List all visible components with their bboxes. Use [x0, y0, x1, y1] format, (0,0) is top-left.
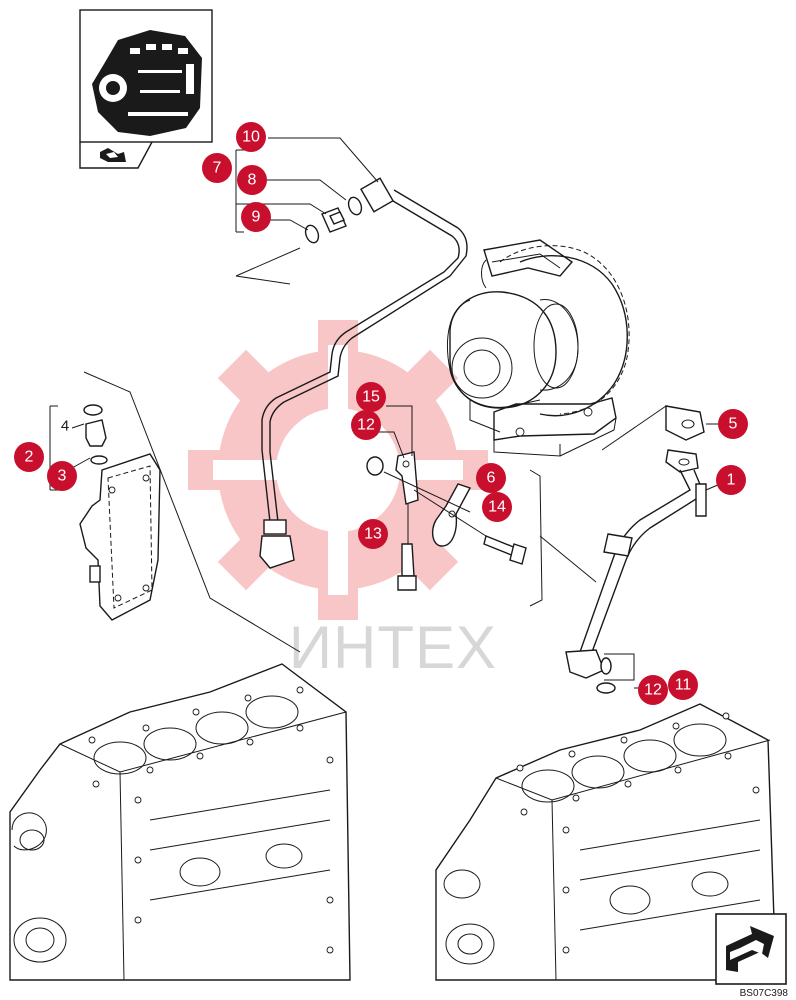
banjo-union — [321, 207, 347, 233]
svg-text:3: 3 — [58, 468, 67, 485]
svg-text:6: 6 — [487, 470, 496, 487]
svg-text:14: 14 — [488, 499, 506, 516]
drawing-code: BS07C398 — [740, 988, 789, 999]
callout-7[interactable]: 7 — [202, 153, 232, 183]
oil-filter-head — [79, 453, 161, 621]
engine-block-left — [9, 663, 351, 981]
svg-text:5: 5 — [729, 416, 738, 433]
svg-text:7: 7 — [213, 160, 222, 177]
svg-text:11: 11 — [675, 677, 692, 694]
callout-15[interactable]: 15 — [356, 382, 386, 412]
navigation-arrow-icon[interactable] — [715, 913, 787, 985]
oil-feed-pipe — [259, 177, 468, 569]
sealing-washer — [347, 196, 363, 216]
svg-text:15: 15 — [362, 389, 380, 406]
svg-text:10: 10 — [242, 129, 260, 146]
callout-11[interactable]: 11 — [668, 670, 698, 700]
bolt-14 — [483, 535, 527, 565]
svg-text:8: 8 — [248, 172, 257, 189]
thumbnail-arrow-icon — [100, 148, 126, 162]
engine-thumbnail-icon[interactable] — [79, 9, 213, 169]
svg-text:12: 12 — [644, 682, 662, 699]
callout-12-return[interactable]: 12 — [638, 675, 668, 705]
svg-text:9: 9 — [252, 209, 261, 226]
adapter-fitting — [83, 404, 108, 465]
callout-4[interactable]: 4 — [61, 418, 69, 435]
pipe-bracket — [366, 451, 419, 505]
callout-6[interactable]: 6 — [476, 463, 506, 493]
bolt-13 — [397, 543, 417, 591]
callout-5[interactable]: 5 — [718, 409, 748, 439]
svg-text:13: 13 — [364, 526, 382, 543]
callout-13[interactable]: 13 — [358, 519, 388, 549]
callout-3[interactable]: 3 — [47, 461, 77, 491]
watermark-text: ИНТЕХ — [289, 614, 497, 681]
callout-2[interactable]: 2 — [14, 442, 44, 472]
callout-10[interactable]: 10 — [236, 122, 266, 152]
o-ring — [304, 224, 320, 244]
engine-block-right — [435, 703, 777, 981]
svg-text:12: 12 — [357, 417, 375, 434]
callout-8[interactable]: 8 — [237, 165, 267, 195]
oil-return-pipe — [565, 405, 705, 694]
turbocharger — [447, 239, 630, 457]
callout-14[interactable]: 14 — [482, 492, 512, 522]
watermark-logo-icon — [188, 320, 488, 620]
callout-1[interactable]: 1 — [716, 465, 746, 495]
svg-text:1: 1 — [727, 472, 736, 489]
callout-12-bracket[interactable]: 12 — [351, 410, 381, 440]
callout-9[interactable]: 9 — [241, 202, 271, 232]
svg-text:2: 2 — [25, 449, 34, 466]
bolt-1 — [695, 483, 707, 517]
